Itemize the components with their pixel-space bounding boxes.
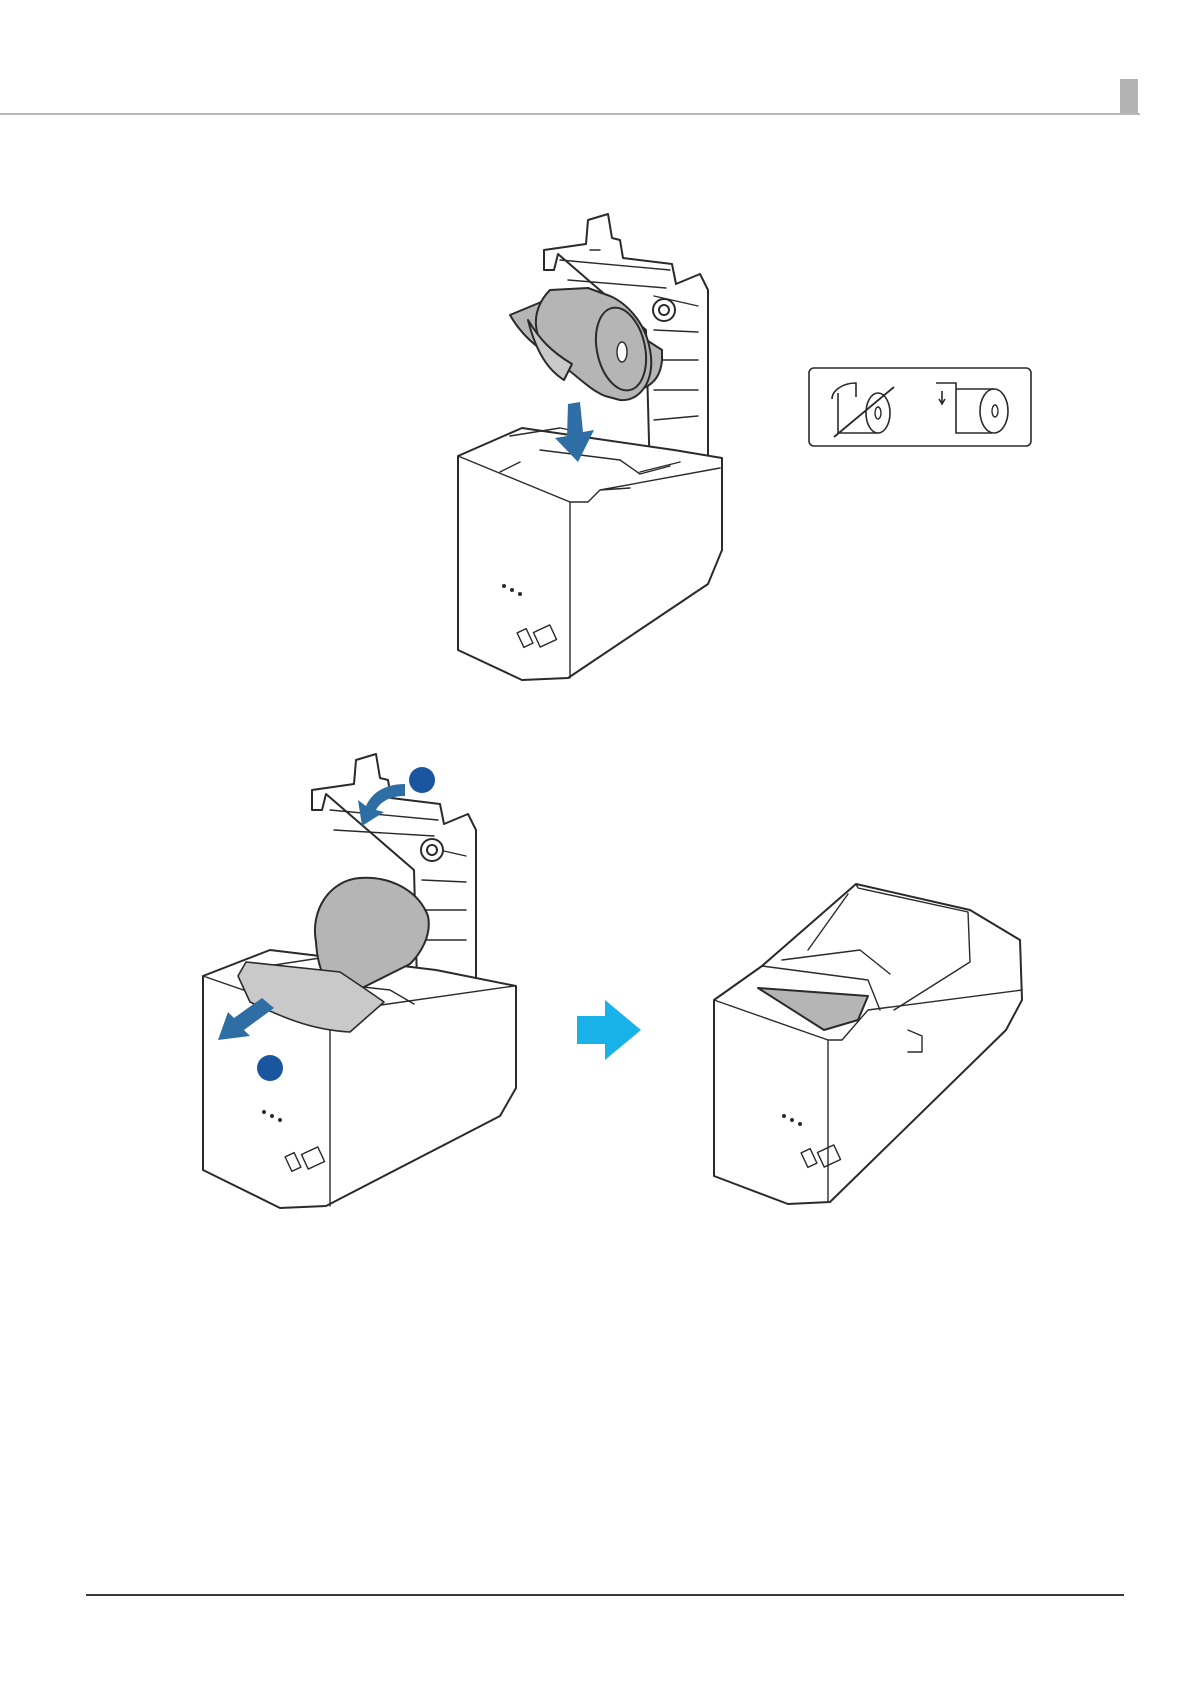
right-arrow-icon [575, 1000, 645, 1060]
page-tab-marker [1120, 79, 1138, 113]
step-badge-icon [257, 1055, 283, 1081]
printer-closed-cover-icon [714, 884, 1022, 1204]
pull-paper-and-close-cover-figure [200, 740, 530, 1210]
roll-orientation-inset [808, 367, 1032, 447]
step-badge-icon [409, 767, 435, 793]
footer-rule [86, 1594, 1124, 1596]
printer-closed-figure [708, 880, 1030, 1206]
printer-open-cover-figure [440, 210, 780, 680]
header-rule [0, 113, 1140, 115]
printer-open-cover-icon [458, 214, 722, 680]
